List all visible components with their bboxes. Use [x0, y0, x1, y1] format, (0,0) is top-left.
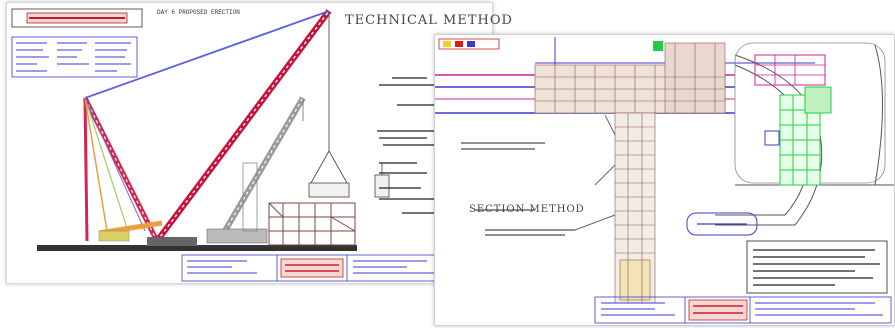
drawing-title: TECHNICAL METHOD — [345, 13, 513, 28]
main-boom — [154, 9, 332, 243]
crane-lift-drawing-sheet: TECHNICAL METHOD DAY 6 PROPOSED ERECTION — [6, 2, 512, 284]
site-plan-drawing-sheet: SECTION METHOD — [434, 34, 895, 326]
backstay-orange — [84, 97, 108, 232]
header-note: DAY 6 PROPOSED ERECTION — [157, 9, 240, 16]
assist-crane — [206, 96, 306, 244]
temporary-works-grid — [653, 41, 832, 186]
backstay-blue — [84, 97, 146, 232]
crane-carrier — [147, 237, 197, 246]
suspended-load — [308, 150, 390, 198]
steel-structure — [268, 202, 356, 246]
section-label: SECTION METHOD — [469, 204, 585, 215]
back-mast — [82, 96, 160, 243]
counterweight-tray — [98, 220, 163, 242]
legend-strip — [438, 38, 500, 50]
backstay-green — [84, 97, 128, 229]
site-plan-diagram — [435, 37, 894, 324]
title-block — [181, 254, 488, 282]
legend-block — [11, 36, 138, 78]
title-block — [594, 296, 892, 324]
building-footprint — [534, 42, 726, 304]
header-box — [11, 8, 143, 28]
crane-lift-diagram — [11, 8, 488, 282]
ground-line — [37, 245, 357, 251]
notes-box — [746, 240, 888, 294]
pendant-stay-blue — [84, 10, 330, 99]
detail-callout — [686, 212, 758, 236]
annotation-leaders — [461, 114, 616, 236]
